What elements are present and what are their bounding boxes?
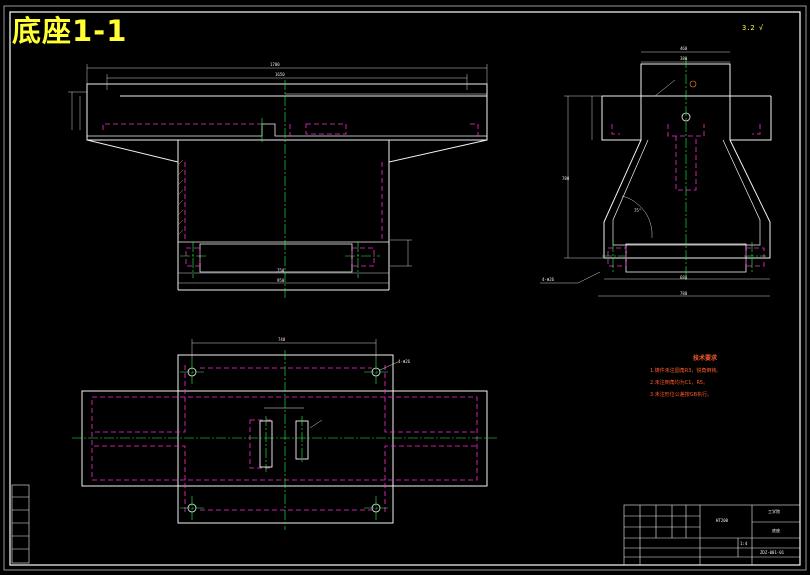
svg-text:460: 460 [680,46,688,51]
note-item: 1.铸件未注圆角R3，锐角倒钝。 [650,368,722,374]
title-block-drawing-no: ZDZ-001-01 [760,550,785,555]
svg-text:680: 680 [680,275,688,280]
svg-text:4-Φ26: 4-Φ26 [398,359,411,364]
plan-view: 740 4-Φ26 [72,337,497,530]
svg-text:75°: 75° [634,208,641,213]
title-block [623,504,801,566]
outer-border [3,5,807,571]
svg-text:740: 740 [278,337,286,342]
svg-text:380: 380 [680,56,688,61]
svg-text:780: 780 [680,291,688,296]
surface-roughness-symbol: 3.2 √ [742,24,764,32]
title-block-part-name: 底座 [772,528,780,533]
svg-text:4-Φ26: 4-Φ26 [542,277,555,282]
svg-text:950: 950 [277,278,285,283]
svg-text:750: 750 [277,268,285,273]
front-top-plate [86,83,488,141]
front-view: 1700 1650 750 950 [68,62,488,298]
svg-text:1650: 1650 [275,72,285,77]
svg-text:780: 780 [562,176,570,181]
title-block-scale: 1:4 [740,541,748,546]
drawing-title: 底座1-1 [12,14,128,48]
side-view: 460 380 780 680 780 4-Φ26 75° [540,46,772,297]
inner-border [9,11,801,566]
note-item: 3.未注形位公差按GB执行。 [650,392,713,398]
left-revision-strip [11,484,30,564]
notes-heading: 技术要求 [692,355,717,362]
technical-notes: 技术要求 1.铸件未注圆角R3，锐角倒钝。 2.未注倒角均为C1，R5。 3.未… [650,353,760,401]
title-block-material: HT200 [716,518,729,523]
svg-text:1700: 1700 [270,62,280,67]
title-block-company: 工学院 [768,509,780,514]
note-item: 2.未注倒角均为C1，R5。 [650,380,709,386]
